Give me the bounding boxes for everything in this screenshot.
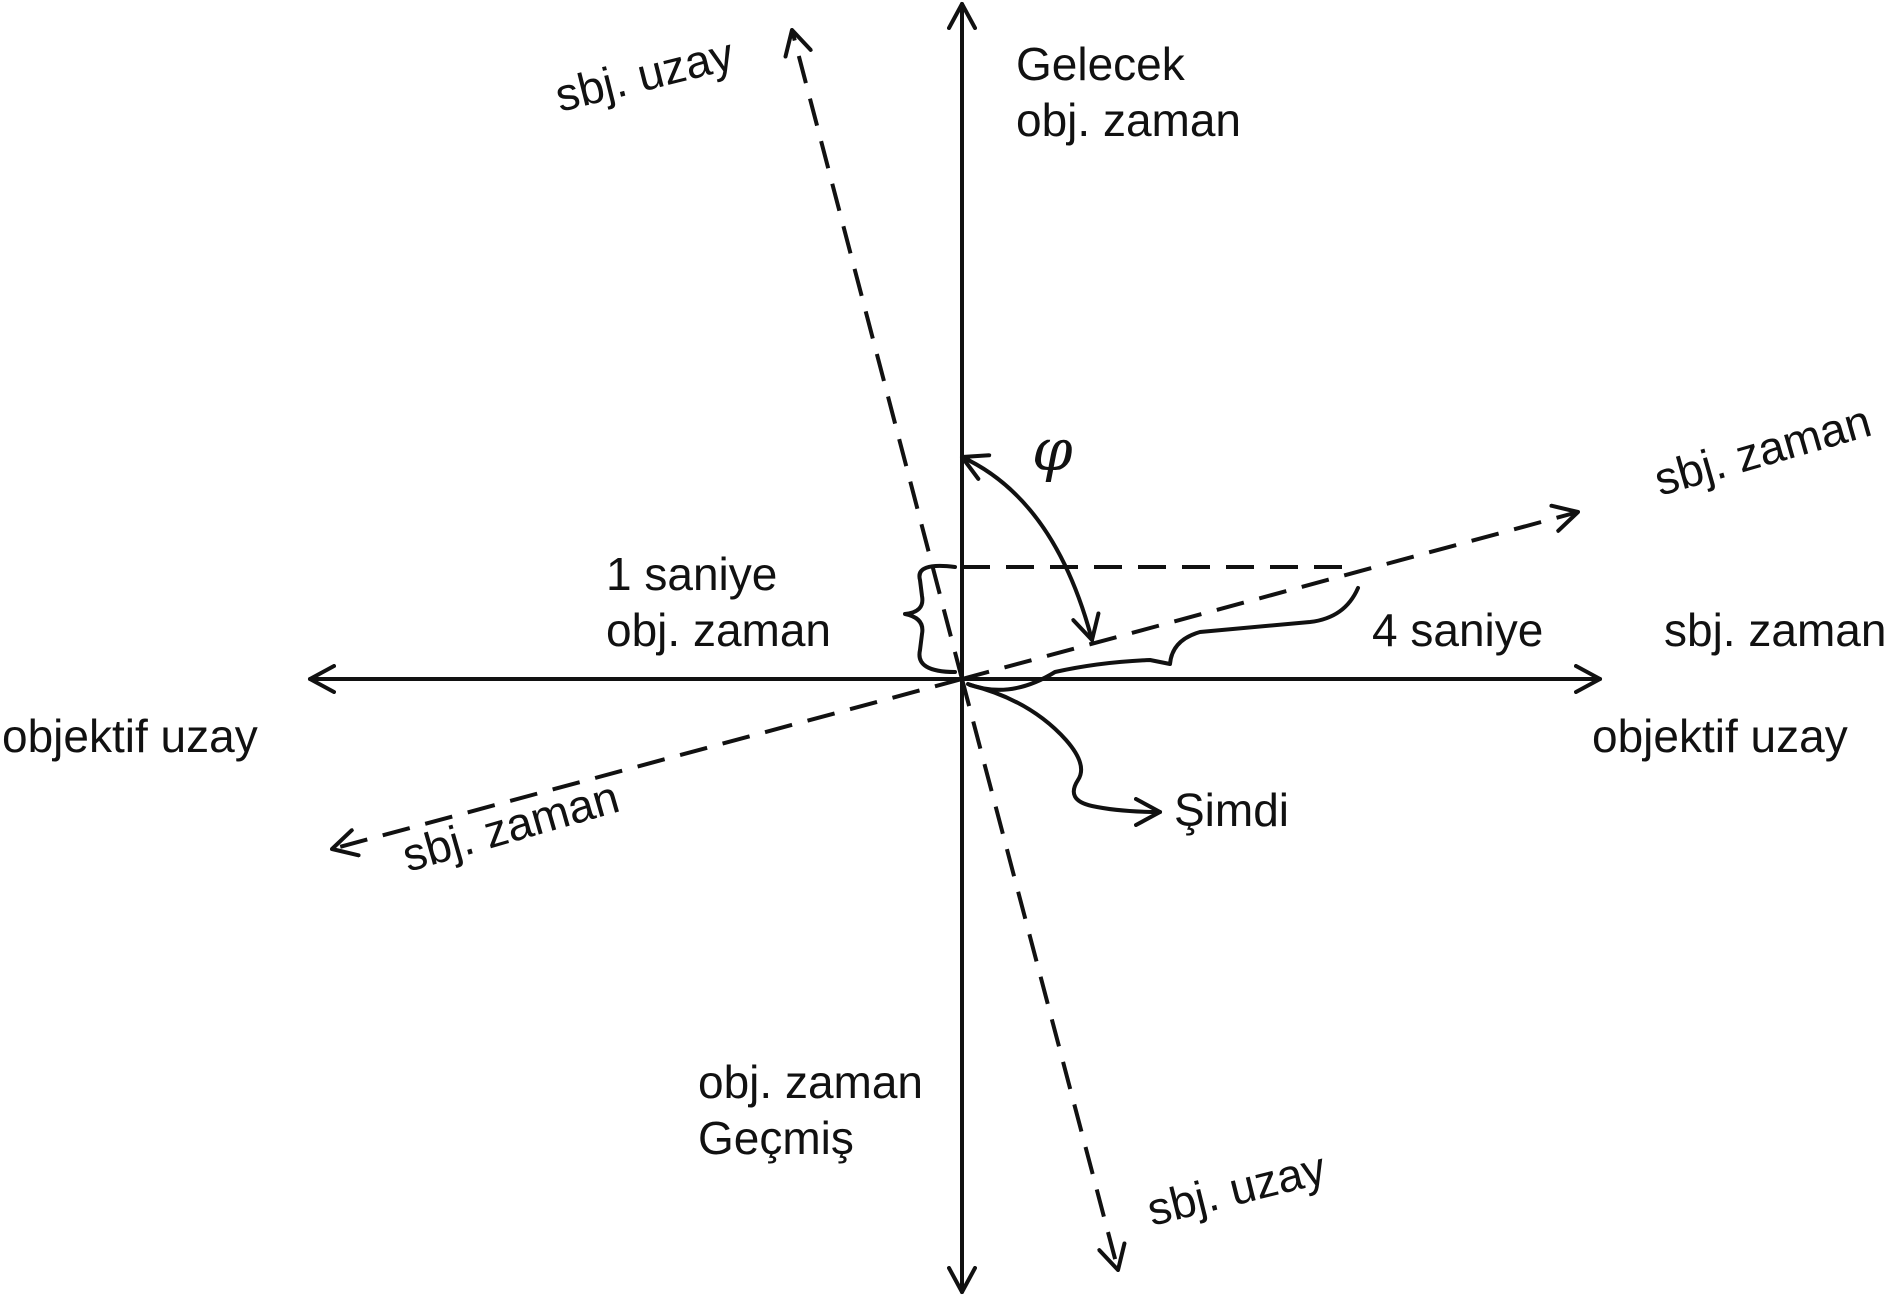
subjective-space-axis-lower — [960, 678, 1127, 1272]
subjective-space-axis-upper — [783, 28, 964, 680]
sbj-time-bottom-left-label: sbj. zaman — [396, 770, 624, 881]
one-second-label: 1 saniye — [606, 548, 777, 600]
one-second-brace — [903, 563, 957, 674]
sbj-time-right-label: sbj. zaman — [1664, 604, 1886, 656]
one-second-obj-label: obj. zaman — [606, 604, 831, 656]
now-pointer — [968, 683, 1162, 827]
obj-space-right-label: objektif uzay — [1592, 710, 1848, 762]
angle-symbol: φ — [1032, 416, 1073, 484]
sbj-time-top-right-label: sbj. zaman — [1648, 394, 1876, 505]
four-seconds-label: 4 saniye — [1372, 604, 1543, 656]
obj-space-left-label: objektif uzay — [2, 710, 258, 762]
sbj-space-bottom-label: sbj. uzay — [1142, 1141, 1331, 1235]
sbj-space-top-label: sbj. uzay — [550, 27, 739, 121]
past-label: Geçmiş — [698, 1112, 854, 1164]
subjective-time-axis-upper — [961, 503, 1580, 681]
four-seconds-brace — [966, 586, 1360, 692]
obj-time-bottom-label: obj. zaman — [698, 1056, 923, 1108]
angle-arc — [960, 453, 1101, 642]
future-label: Gelecek — [1016, 38, 1186, 90]
subjective-time-axis-lower — [330, 677, 963, 858]
obj-time-top-label: obj. zaman — [1016, 94, 1241, 146]
now-label: Şimdi — [1174, 784, 1289, 836]
